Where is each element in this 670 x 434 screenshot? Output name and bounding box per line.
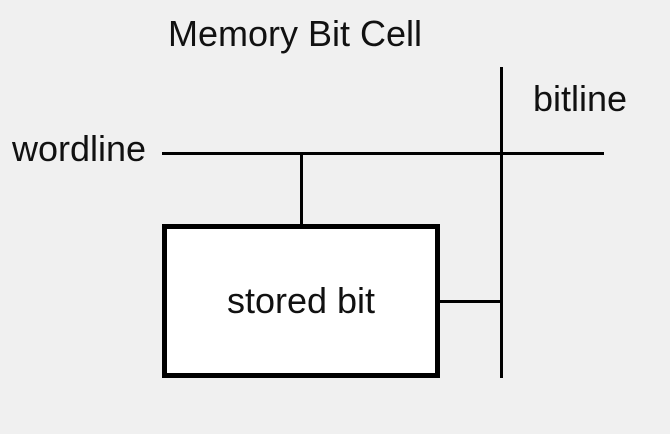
bitline-label: bitline (533, 78, 628, 119)
diagram-title: Memory Bit Cell (167, 13, 423, 54)
wordline-label: wordline (12, 128, 147, 169)
stored-bit-label: stored bit (226, 280, 376, 321)
stored-bit-cell: stored bit (162, 224, 440, 378)
